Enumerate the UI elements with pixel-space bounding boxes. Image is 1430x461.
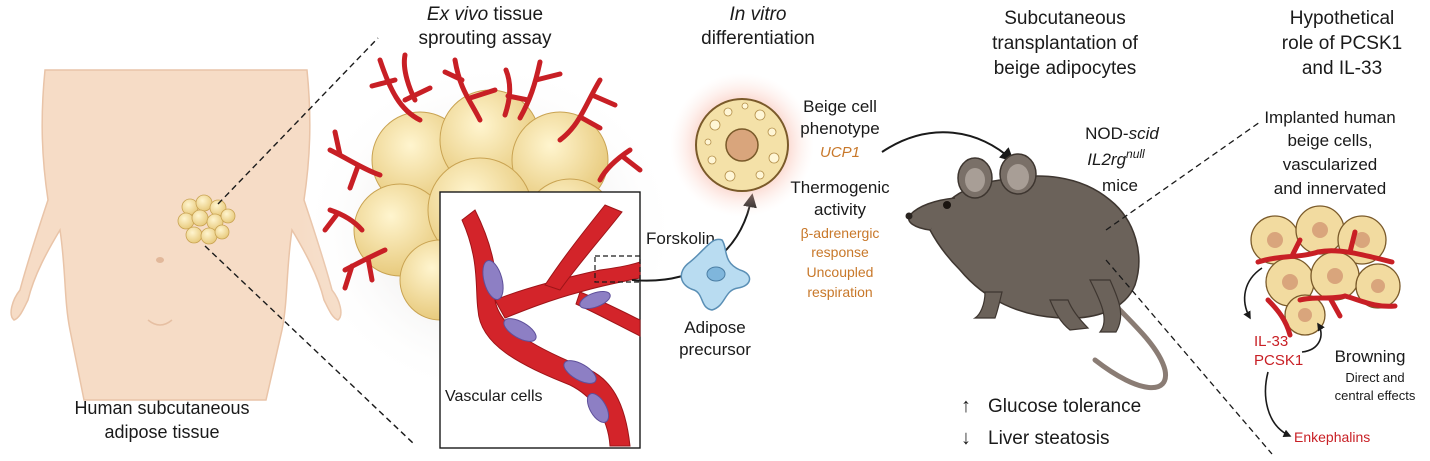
phenotype-line1: Beige cell [803, 97, 877, 116]
implant-line3: vascularized [1283, 155, 1378, 174]
invitro-title-line2: differentiation [701, 28, 815, 49]
implant-line2: beige cells, [1287, 131, 1372, 150]
phenotype-line2: phenotype [800, 119, 879, 138]
implant-vessels [1255, 229, 1398, 338]
mouse-strain-line1: NOD-scid [1085, 124, 1159, 143]
factor-pcsk1: PCSK1 [1254, 352, 1303, 369]
implanted-beige-cluster [1250, 205, 1401, 336]
navel [156, 257, 164, 263]
sprouting-title-line1: Ex vivo tissue [427, 4, 543, 25]
implant-line1: Implanted human [1264, 108, 1395, 127]
precursor-label-line2: precursor [679, 340, 751, 359]
arrow-down-icon: ↓ [961, 427, 971, 449]
sprouting-title-italic: Ex vivo [427, 4, 488, 25]
transplant-title-line3: beige adipocytes [994, 58, 1137, 79]
il33-arrow [1243, 267, 1263, 320]
vascular-cells-label: Vascular cells [445, 388, 543, 405]
sprouting-title-line2: sprouting assay [418, 28, 552, 49]
transplant-title-line1: Subcutaneous [1004, 8, 1126, 29]
mouse-strain-null: null [1126, 147, 1145, 161]
response-line1: β-adrenergic [801, 225, 880, 241]
fat-depot [177, 194, 236, 245]
sprouting-vessels [322, 52, 643, 291]
mouse-strain-line2: IL2rgnull [1087, 147, 1145, 169]
factor-il33: IL-33 [1254, 333, 1288, 350]
hypothesis-title-line2: role of PCSK1 [1282, 33, 1402, 54]
hypothesis-title-line3: and IL-33 [1302, 58, 1382, 79]
human-caption-line2: adipose tissue [104, 422, 219, 442]
browning-arrow [1301, 322, 1325, 353]
precursor-label-line1: Adipose [684, 318, 745, 337]
hypothesis-title-line1: Hypothetical [1290, 8, 1395, 29]
zoom-lines-2 [1105, 121, 1273, 455]
enkephalin-arrow [1264, 371, 1292, 437]
implant-line4: and innervated [1274, 179, 1386, 198]
forskolin-label: Forskolin [646, 229, 715, 248]
response-line2: response [811, 244, 869, 260]
liver-steatosis-label: Liver steatosis [988, 428, 1109, 449]
thermo-line1: Thermogenic [790, 178, 890, 197]
browning-label: Browning [1335, 347, 1406, 366]
mouse-strain-scid: scid [1129, 124, 1160, 143]
transplant-title-line2: transplantation of [992, 33, 1138, 54]
human-body-illustration [10, 69, 342, 401]
enkephalins-label: Enkephalins [1294, 429, 1370, 445]
glucose-tolerance-label: Glucose tolerance [988, 396, 1141, 417]
invitro-title-line1: In vitro [729, 4, 786, 25]
mouse-strain-line3: mice [1102, 176, 1138, 195]
outcome-steatosis: ↓ Liver steatosis [961, 427, 1109, 449]
sprouting-title-rest: tissue [488, 4, 543, 25]
zoom-box [594, 255, 641, 283]
adipose-precursor-cell [680, 238, 751, 311]
human-caption-line1: Human subcutaneous [74, 398, 249, 418]
mouse-strain-plain: NOD- [1085, 124, 1128, 143]
transplant-arrow [881, 131, 1015, 162]
vascular-inset-vessels [461, 204, 641, 447]
arrow-up-icon: ↑ [961, 395, 971, 417]
response-line4: respiration [807, 284, 872, 300]
thermo-line2: activity [814, 200, 866, 219]
ucp1-marker: UCP1 [820, 144, 860, 161]
beige-adipocyte [695, 98, 789, 192]
response-line3: Uncoupled [807, 264, 874, 280]
mouse-illustration [905, 153, 1169, 391]
zoom-lines-1 [204, 37, 415, 445]
effects-line1: Direct and [1345, 370, 1404, 385]
outcome-glucose: ↑ Glucose tolerance [961, 395, 1141, 417]
effects-line2: central effects [1335, 388, 1416, 403]
mouse-strain-il2rg: IL2rg [1087, 150, 1126, 169]
